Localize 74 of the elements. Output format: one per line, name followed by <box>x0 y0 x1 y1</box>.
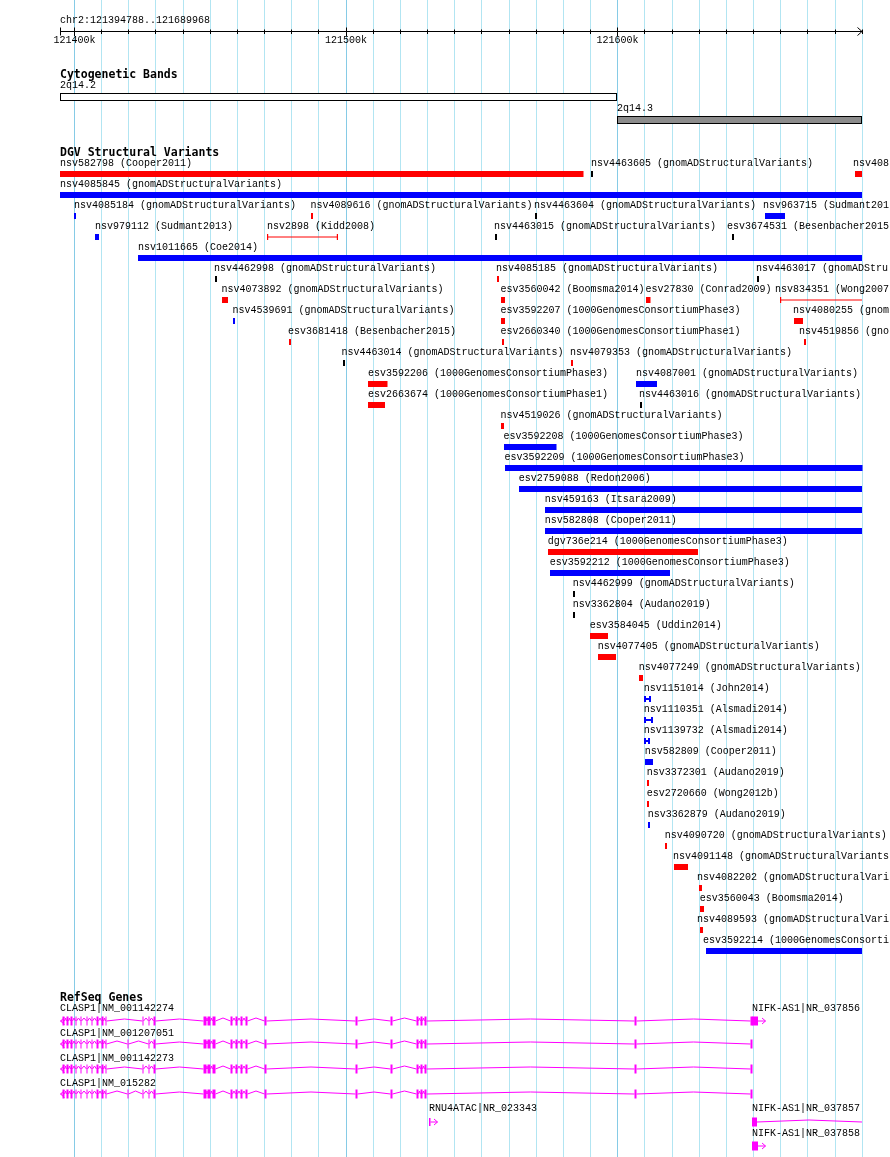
variant-label: nsv963715 (Sudmant201 <box>762 200 889 213</box>
band-label: 2q14.2 <box>60 80 96 93</box>
variant-label: nsv4077405 (gnomADStructuralVariants) <box>597 641 820 654</box>
variant-label: nsv4519026 (gnomADStructuralVariants) <box>500 410 723 423</box>
variant-label: nsv4463015 (gnomADStructuralVariants) <box>494 221 717 234</box>
variant-label: nsv4085184 (gnomADStructuralVariants) <box>74 200 297 213</box>
gene-label: NIFK-AS1|NR_037858 <box>752 1128 861 1141</box>
variant-label: nsv1011665 (Coe2014) <box>138 242 259 255</box>
gene-label: NIFK-AS1|NR_037857 <box>752 1103 861 1115</box>
variant-label: nsv3362804 (Audano2019) <box>572 599 711 612</box>
variant-label: esv3592206 (1000GenomesConsortiumPhase3) <box>368 368 609 381</box>
variant-label: esv3560042 (Boomsma2014) <box>500 284 645 297</box>
variant-label: nsv4091148 (gnomADStructuralVariants <box>672 851 889 864</box>
variant-label: nsv4089593 (gnomADStructuralVari <box>696 914 889 927</box>
variant-label: esv2759088 (Redon2006) <box>518 473 651 486</box>
variant-label: nsv4080255 (gnom <box>793 305 889 318</box>
tick-label: 121600k <box>596 35 639 47</box>
variant-label: nsv3362879 (Audano2019) <box>647 809 786 822</box>
gene-label: RNU4ATAC|NR_023343 <box>429 1103 538 1115</box>
variant-label: nsv4539691 (gnomADStructuralVariants) <box>232 305 455 318</box>
variant-label: dgv736e214 (1000GenomesConsortiumPhase3) <box>547 536 788 549</box>
variant-label: nsv1151014 (John2014) <box>643 683 770 696</box>
variant-label: nsv3372301 (Audano2019) <box>646 767 785 780</box>
variant-label: nsv979112 (Sudmant2013) <box>95 221 234 234</box>
variant-label: nsv1139732 (Alsmadi2014) <box>643 725 788 738</box>
track-title: RefSeq Genes <box>60 990 144 1004</box>
gene-label: CLASP1|NM_001142273 <box>60 1053 175 1066</box>
variant-label: nsv4090720 (gnomADStructuralVariants) <box>664 830 887 843</box>
variant-label: esv3674531 (Besenbacher2015 <box>726 221 889 234</box>
variant-label: nsv1110351 (Alsmadi2014) <box>643 704 788 717</box>
variant-label: esv3560043 (Boomsma2014) <box>699 893 844 906</box>
variant-label: nsv4079353 (gnomADStructuralVariants) <box>570 347 793 360</box>
track-title: Cytogenetic Bands <box>60 67 178 81</box>
variant-label: nsv4462998 (gnomADStructuralVariants) <box>214 263 437 276</box>
variant-label: nsv4463016 (gnomADStructuralVariants) <box>639 389 862 402</box>
gene-label: CLASP1|NM_001207051 <box>60 1028 175 1041</box>
variant-label: esv3592212 (1000GenomesConsortiumPhase3) <box>549 557 790 570</box>
gene-label: NIFK-AS1|NR_037856 <box>752 1003 861 1015</box>
variant-label: nsv4519856 (gno <box>799 326 889 339</box>
variant-label: nsv4077249 (gnomADStructuralVariants) <box>638 662 861 675</box>
variant-label: nsv834351 (Wong2007 <box>774 284 889 297</box>
variant-label: esv3592214 (1000GenomesConsorti <box>702 935 889 948</box>
variant-label: nsv4082202 (gnomADStructuralVari <box>696 872 889 885</box>
variant-label: esv2720660 (Wong2012b) <box>646 788 779 801</box>
variant-label: esv3592207 (1000GenomesConsortiumPhase3) <box>500 305 741 318</box>
variant-label: nsv4463017 (gnomADStru <box>756 263 889 276</box>
variant-label: nsv408 <box>853 158 889 171</box>
gene-label: CLASP1|NM_015282 <box>60 1078 156 1091</box>
variant-label: esv3584045 (Uddin2014) <box>589 620 722 633</box>
variant-label: esv3592208 (1000GenomesConsortiumPhase3) <box>503 431 744 444</box>
variant-label: esv2660340 (1000GenomesConsortiumPhase1) <box>500 326 741 339</box>
variant-label: esv3681418 (Besenbacher2015) <box>288 326 457 339</box>
variant-label: nsv4463604 (gnomADStructuralVariants) <box>534 200 757 213</box>
band-label: 2q14.3 <box>617 102 653 115</box>
variant-label: nsv4089616 (gnomADStructuralVariants) <box>310 200 533 213</box>
variant-label: nsv4462999 (gnomADStructuralVariants) <box>572 578 795 591</box>
tick-label: 121500k <box>325 35 367 47</box>
variant-label: nsv582808 (Cooper2011) <box>544 515 677 528</box>
tick-label: 121400k <box>53 35 96 47</box>
variant-label: nsv459163 (Itsara2009) <box>544 494 677 507</box>
variant-label: nsv582809 (Cooper2011) <box>644 746 777 759</box>
variant-label: nsv4463605 (gnomADStructuralVariants) <box>591 158 814 171</box>
variant-label: esv27830 (Conrad2009) <box>645 284 772 297</box>
variant-label: esv2663674 (1000GenomesConsortiumPhase1) <box>368 389 609 402</box>
gene-label: CLASP1|NM_001142274 <box>60 1003 175 1015</box>
variant-label: nsv582798 (Cooper2011) <box>60 158 193 171</box>
coordinate-range-label: chr2:121394788..121689968 <box>60 15 211 27</box>
variant-label: nsv2898 (Kidd2008) <box>267 221 376 234</box>
variant-label: esv3592209 (1000GenomesConsortiumPhase3) <box>504 452 745 465</box>
variant-label: nsv4463014 (gnomADStructuralVariants) <box>341 347 564 360</box>
variant-label: nsv4087001 (gnomADStructuralVariants) <box>636 368 859 381</box>
variant-label: nsv4085845 (gnomADStructuralVariants) <box>60 179 283 192</box>
variant-label: nsv4073892 (gnomADStructuralVariants) <box>221 284 444 297</box>
variant-label: nsv4085185 (gnomADStructuralVariants) <box>496 263 719 276</box>
